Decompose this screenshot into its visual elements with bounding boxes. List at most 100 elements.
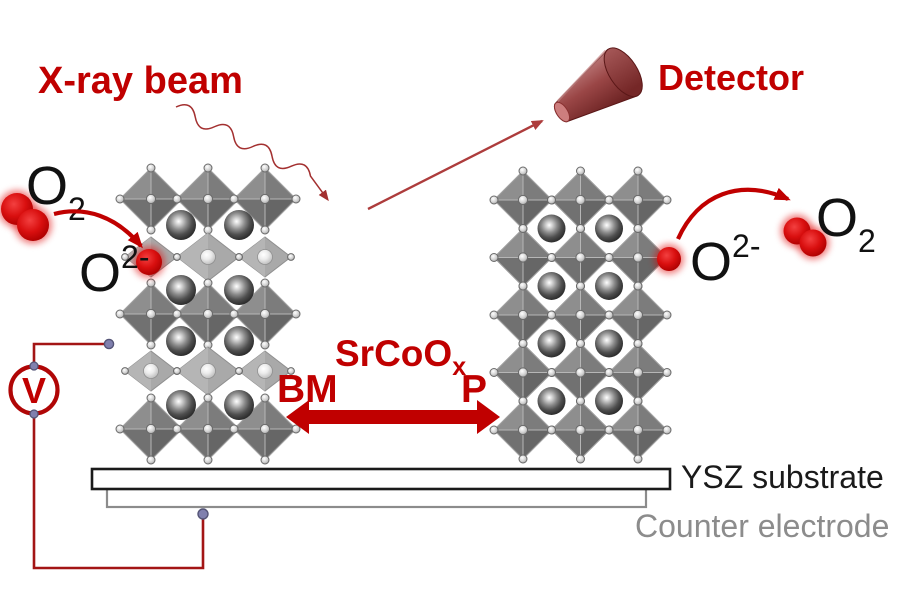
oxygen-node — [518, 454, 528, 464]
oxygen-node — [547, 368, 556, 377]
oxygen-node — [145, 423, 157, 435]
oxygen-node — [633, 224, 643, 233]
oxygen-node — [203, 163, 213, 173]
terminal-dot — [29, 409, 39, 419]
oxygen-node — [575, 309, 586, 321]
oxygen-node — [172, 309, 182, 319]
ysz-substrate-layer — [90, 467, 672, 491]
oxygen-node — [575, 424, 586, 436]
oxygen-node — [576, 281, 585, 291]
phase-transition-double-arrow — [286, 400, 500, 434]
oxygen-node — [547, 195, 556, 205]
sr-atom — [537, 387, 566, 415]
oxygen-node — [576, 454, 585, 464]
o2-molecule-left — [0, 190, 52, 244]
oxygen-node — [260, 163, 270, 173]
oxygen-node — [287, 367, 295, 375]
oxygen-node — [260, 225, 270, 235]
oxide-ion-right — [654, 244, 684, 274]
oxygen-node — [576, 224, 585, 233]
sr-atom — [537, 329, 566, 358]
oxygen-node — [203, 455, 213, 465]
oxygen-node — [632, 367, 644, 378]
voltmeter-label: V — [22, 370, 46, 411]
oxygen-node — [662, 368, 672, 377]
oxygen-node — [662, 310, 672, 320]
tetrahedron-face — [125, 351, 151, 391]
oxygen-node — [115, 194, 125, 204]
tetrahedron-face — [239, 351, 265, 391]
phase-p-label: P — [461, 368, 487, 411]
oxygen-node — [146, 163, 156, 173]
oxygen-node — [489, 310, 499, 320]
oxygen-node — [576, 396, 585, 406]
oxygen-node — [489, 253, 499, 262]
oxygen-node — [633, 396, 643, 406]
oxygen-node — [173, 253, 181, 261]
oxygen-node — [259, 193, 271, 205]
oxygen-node — [146, 393, 156, 403]
oxygen-node — [115, 309, 125, 319]
oxygen-node — [575, 252, 586, 263]
tetrahedron-center-atom — [257, 249, 273, 265]
oxygen-node — [518, 166, 528, 176]
oxygen-node — [146, 278, 156, 288]
oxygen-node — [633, 166, 643, 176]
oxygen-node — [291, 194, 301, 204]
oxygen-node — [632, 309, 644, 321]
oxygen-node — [662, 425, 672, 435]
oxygen-node — [146, 340, 156, 350]
oxygen-node — [518, 396, 528, 406]
oxygen-node — [203, 393, 213, 403]
oxygen-node — [145, 193, 157, 205]
incident-xray-wave — [175, 104, 329, 202]
oxygen-node — [121, 367, 129, 375]
sr-atom — [166, 275, 196, 305]
terminal-dot — [29, 361, 39, 371]
detector-cone — [553, 47, 643, 123]
sr-atom — [595, 387, 623, 415]
tetrahedron-center-atom — [143, 363, 159, 379]
counter-electrode-layer — [105, 487, 648, 509]
oxygen-node — [260, 340, 270, 350]
detector-label: Detector — [658, 57, 804, 98]
oxygen-node — [633, 454, 643, 464]
oxygen-node — [575, 367, 586, 378]
oxygen-node — [202, 308, 214, 320]
oxygen-node — [575, 194, 586, 206]
oxygen-node — [632, 424, 644, 436]
voltmeter-wires — [32, 342, 205, 570]
sr-atom — [595, 272, 623, 300]
sr-atom — [224, 326, 254, 356]
oxygen-node — [518, 339, 528, 348]
oxygen-node — [229, 194, 239, 204]
oxygen-node — [260, 278, 270, 288]
ysz-substrate-label: YSZ substrate — [681, 459, 884, 495]
sr-atom — [166, 390, 196, 420]
oxide-ion-label-left: O2- — [79, 239, 149, 303]
oxygen-node — [235, 367, 243, 375]
release-arrow-right — [676, 187, 791, 240]
oxide-ion-left — [133, 246, 165, 278]
oxygen-node — [291, 309, 301, 319]
film-formula-label: SrCoOx — [335, 333, 466, 381]
oxygen-node — [229, 424, 239, 434]
sr-atom — [537, 272, 566, 300]
tetrahedron-center-atom — [200, 363, 216, 379]
oxygen-node — [517, 252, 529, 263]
oxygen-node — [173, 367, 181, 375]
oxygen-node — [632, 194, 644, 206]
oxygen-node — [172, 424, 182, 434]
oxygen-node — [145, 308, 157, 320]
tetrahedron-face — [177, 233, 208, 281]
tetrahedron-face — [239, 237, 265, 277]
oxygen-node — [576, 339, 585, 348]
sr-atom — [537, 214, 566, 243]
o2-label-left: O2 — [26, 156, 86, 227]
oxygen-node — [229, 309, 239, 319]
oxygen-node — [604, 253, 614, 262]
oxygen-node — [115, 424, 125, 434]
oxygen-node — [517, 367, 529, 378]
